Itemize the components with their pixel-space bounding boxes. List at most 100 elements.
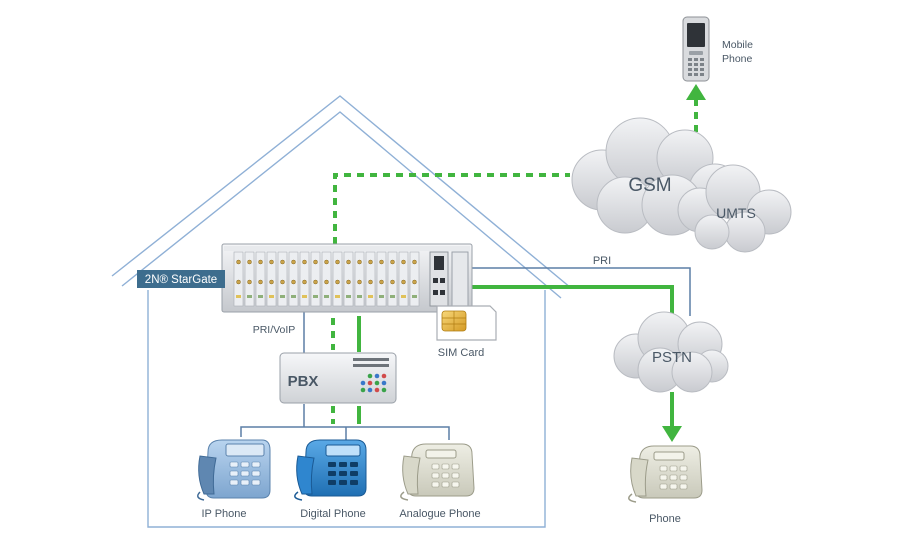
- antenna-connector: [313, 259, 318, 265]
- antenna-connector: [324, 279, 329, 285]
- antenna-connector: [291, 279, 296, 285]
- antenna-connector: [302, 279, 307, 285]
- rack-slot: [398, 251, 409, 307]
- mobile-phone-label-line2: Phone: [722, 53, 753, 65]
- antenna-connector: [401, 279, 406, 285]
- mobile-phone-icon: [682, 16, 710, 82]
- antenna-connector: [247, 259, 252, 265]
- antenna-connector: [335, 259, 340, 265]
- umts-label: UMTS: [716, 205, 756, 221]
- antenna-connector: [269, 279, 274, 285]
- rack-slot: [365, 251, 376, 307]
- antenna-connector: [379, 279, 384, 285]
- pri-label: PRI: [593, 255, 611, 267]
- status-led: [291, 295, 296, 298]
- device-label: 2N® StarGate: [145, 274, 217, 286]
- antenna-connector: [280, 259, 285, 265]
- gsm-dotted-link: [333, 173, 570, 244]
- status-led: [313, 295, 318, 298]
- status-led: [368, 295, 373, 298]
- device-tag: 2N® StarGate: [137, 270, 225, 288]
- antenna-connector: [346, 279, 351, 285]
- pstn-cloud-icon: [613, 311, 729, 393]
- status-led: [247, 295, 252, 298]
- pstn-solid-link: [472, 285, 674, 318]
- antenna-connector: [390, 279, 395, 285]
- antenna-connector: [258, 279, 263, 285]
- antenna-connector: [280, 279, 285, 285]
- status-led: [302, 295, 307, 298]
- pstn-label: PSTN: [652, 349, 692, 366]
- antenna-connector: [291, 259, 296, 265]
- rack-slot: [332, 251, 343, 307]
- pbx-device: [279, 352, 397, 404]
- status-led: [357, 295, 362, 298]
- phone-icon: [628, 445, 703, 503]
- rack-slot: [255, 251, 266, 307]
- antenna-connector: [236, 279, 241, 285]
- rack-slot: [288, 251, 299, 307]
- arrow-down-icon: [662, 426, 682, 442]
- rack-slot: [277, 251, 288, 307]
- antenna-connector: [390, 259, 395, 265]
- rack-slots: [233, 251, 420, 307]
- antenna-connector: [368, 279, 373, 285]
- status-led: [401, 295, 406, 298]
- antenna-connector: [401, 259, 406, 265]
- antenna-connector: [368, 259, 373, 265]
- rack-slot: [376, 251, 387, 307]
- antenna-connector: [258, 259, 263, 265]
- rack-slot: [409, 251, 420, 307]
- status-led: [412, 295, 417, 298]
- status-led: [269, 295, 274, 298]
- antenna-connector: [412, 279, 417, 285]
- stargate-device: [221, 243, 473, 313]
- antenna-connector: [379, 259, 384, 265]
- ip-phone-label: IP Phone: [201, 508, 246, 520]
- antenna-connector: [412, 259, 417, 265]
- analogue-phone-icon: [400, 443, 475, 501]
- status-led: [335, 295, 340, 298]
- antenna-connector: [247, 279, 252, 285]
- rack-slot: [387, 251, 398, 307]
- antenna-connector: [335, 279, 340, 285]
- status-led: [236, 295, 241, 298]
- digital-phone-icon: [294, 439, 367, 501]
- pbx-label: PBX: [288, 373, 319, 390]
- analogue-phone-label: Analogue Phone: [399, 508, 480, 520]
- rack-slot: [354, 251, 365, 307]
- status-led: [346, 295, 351, 298]
- status-led: [280, 295, 285, 298]
- arrow-up-icon: [686, 84, 706, 100]
- pri-wire: [472, 267, 691, 316]
- status-led: [390, 295, 395, 298]
- sim-card-icon: [436, 305, 497, 341]
- gsm-label: GSM: [628, 175, 671, 196]
- status-led: [258, 295, 263, 298]
- digital-phone-label: Digital Phone: [300, 508, 365, 520]
- antenna-connector: [357, 279, 362, 285]
- rack-slot: [343, 251, 354, 307]
- ip-phone-icon: [197, 439, 271, 501]
- pri-voip-label: PRI/VoIP: [253, 324, 296, 336]
- wire-lines: [240, 267, 691, 440]
- antenna-connector: [236, 259, 241, 265]
- antenna-connector: [357, 259, 362, 265]
- rack-slot: [299, 251, 310, 307]
- antenna-connector: [346, 259, 351, 265]
- antenna-connector: [324, 259, 329, 265]
- phones-bus-wire: [240, 426, 450, 440]
- house-outline: [111, 95, 572, 528]
- rack-slot: [233, 251, 244, 307]
- status-led: [324, 295, 329, 298]
- phone-label: Phone: [649, 513, 681, 525]
- antenna-connector: [302, 259, 307, 265]
- green-links: [331, 100, 698, 426]
- antenna-connector: [313, 279, 318, 285]
- rack-slot: [310, 251, 321, 307]
- umts-cloud-icon: [677, 164, 792, 253]
- status-led: [379, 295, 384, 298]
- mobile-phone-label-line1: Mobile: [722, 39, 753, 51]
